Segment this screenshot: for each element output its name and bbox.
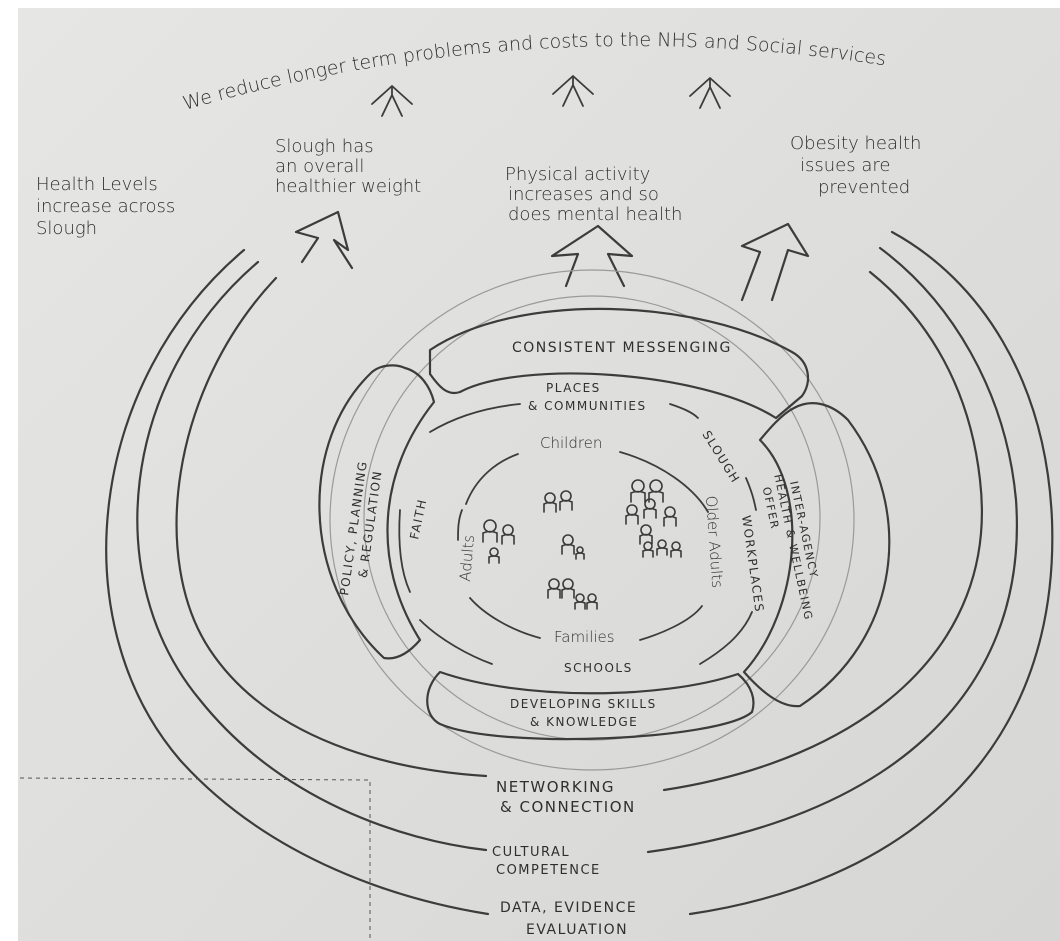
outer-arcs bbox=[105, 230, 1054, 916]
label-families: Families bbox=[554, 628, 615, 646]
person-icon bbox=[643, 498, 657, 519]
label-workplaces: WORKPLACES bbox=[739, 514, 767, 613]
person-icon bbox=[642, 541, 654, 558]
person-icon bbox=[488, 547, 500, 564]
label-older-adults: Older Adults bbox=[702, 495, 726, 589]
label-developing-skills: DEVELOPING SKILLS & KNOWLEDGE bbox=[510, 697, 662, 729]
arc-cultural-right bbox=[646, 246, 1018, 854]
person-icon bbox=[625, 504, 639, 525]
person-icon bbox=[543, 492, 557, 513]
person-icon bbox=[663, 506, 677, 527]
top-arrows bbox=[371, 75, 731, 117]
segment-policy bbox=[318, 364, 436, 660]
guide-circle bbox=[363, 295, 821, 741]
outcome-healthier-weight: Slough has an overall healthier weight bbox=[275, 136, 421, 197]
label-consistent-messaging: CONSISTENT MESSENGING bbox=[512, 340, 732, 356]
outcome-health-levels: Health Levels increase across Slough bbox=[36, 174, 181, 239]
person-icon bbox=[501, 524, 515, 545]
label-places-communities: PLACES & COMMUNITIES bbox=[528, 381, 647, 413]
person-icon bbox=[670, 541, 682, 558]
small-arrow-up-icon bbox=[371, 85, 413, 117]
outcome-obesity: Obesity health issues are prevented bbox=[790, 133, 927, 198]
person-icon bbox=[656, 539, 668, 556]
small-arrow-up-icon bbox=[552, 75, 594, 107]
label-adults: Adults bbox=[456, 534, 478, 582]
outcome-physical-activity: Physical activity increases and so does … bbox=[505, 164, 682, 225]
arrow-up-icon bbox=[550, 224, 634, 288]
groups-ring bbox=[457, 451, 709, 641]
settings-ring bbox=[398, 403, 757, 665]
label-slough: SLOUGH bbox=[699, 428, 742, 486]
person-icon bbox=[586, 593, 598, 610]
guide-circle-outer bbox=[329, 269, 855, 771]
person-icon bbox=[547, 578, 561, 599]
person-icon bbox=[648, 479, 664, 503]
label-policy: POLICY, PLANNING & REGULATION bbox=[337, 454, 386, 598]
paper-background bbox=[18, 8, 1060, 941]
label-data-evidence: DATA, EVIDENCE EVALUATION bbox=[500, 900, 643, 938]
outcome-arrows bbox=[294, 210, 810, 302]
label-networking: NETWORKING & CONNECTION bbox=[496, 778, 636, 816]
label-schools: SCHOOLS bbox=[564, 661, 633, 675]
small-arrow-up-icon bbox=[689, 77, 731, 109]
top-message: We reduce longer term problems and costs… bbox=[180, 29, 887, 115]
person-icon bbox=[482, 519, 498, 543]
arc-networking-right bbox=[662, 270, 983, 792]
arrow-up-icon bbox=[740, 222, 810, 302]
arc-networking bbox=[175, 276, 488, 778]
label-faith: FAITH bbox=[407, 497, 429, 540]
label-children: Children bbox=[540, 434, 602, 452]
segment-boxes bbox=[318, 307, 891, 741]
person-icon bbox=[575, 546, 585, 560]
person-icon bbox=[561, 578, 575, 599]
arrow-up-icon bbox=[294, 210, 354, 270]
crop-mark bbox=[19, 777, 371, 941]
segment-consistent-messaging bbox=[428, 307, 810, 420]
arc-cultural bbox=[136, 260, 488, 852]
arc-data bbox=[105, 248, 490, 916]
arc-data-right bbox=[688, 230, 1054, 916]
person-icon bbox=[559, 490, 573, 511]
person-icon bbox=[630, 479, 646, 503]
segment-interagency bbox=[742, 402, 891, 708]
person-icon bbox=[561, 534, 575, 555]
person-icon bbox=[639, 524, 653, 545]
label-cultural-competence: CULTURAL COMPETENCE bbox=[492, 845, 601, 878]
segment-developing-skills bbox=[426, 670, 755, 741]
people-figures bbox=[482, 479, 682, 610]
person-icon bbox=[574, 593, 586, 610]
